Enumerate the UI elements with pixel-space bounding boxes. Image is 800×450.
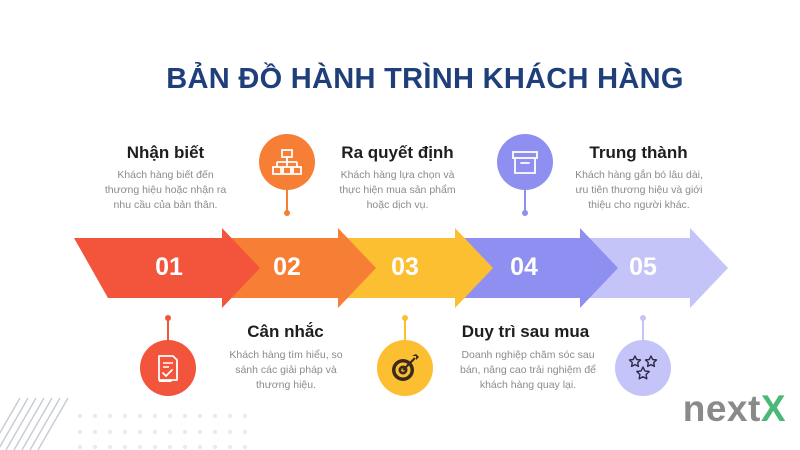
step-2-connector-line	[286, 190, 288, 212]
step-5-icon-circle	[615, 340, 671, 396]
hatch-decoration	[0, 398, 69, 450]
step-3-connector-line	[404, 320, 406, 341]
stars-icon	[628, 355, 658, 380]
step-3-icon-circle	[377, 340, 433, 396]
target-icon	[392, 354, 419, 381]
arrow-step-4	[448, 228, 618, 308]
step-number-02: 02	[273, 253, 301, 281]
step-4-icon-circle	[497, 134, 553, 190]
step-4-description: Doanh nghiệp chăm sóc sau bán, nâng cao …	[459, 349, 596, 391]
page-title: BẢN ĐỒ HÀNH TRÌNH KHÁCH HÀNG	[166, 63, 684, 95]
step-2-connector-dot	[284, 210, 290, 216]
step-4-connector-dot	[522, 210, 528, 216]
step-1-icon-circle	[140, 340, 196, 396]
step-number-05: 05	[629, 253, 657, 281]
step-4-connector-line	[524, 190, 526, 212]
logo-accent-text: X	[760, 388, 786, 429]
step-number-01: 01	[155, 253, 183, 281]
arrow-step-2	[222, 228, 376, 308]
step-1-description: Khách hàng biết đến thương hiệu hoặc nhậ…	[104, 169, 227, 211]
step-2-description: Khách hàng tìm hiểu, so sánh các giải ph…	[229, 349, 343, 391]
step-1-heading: Nhận biết	[126, 143, 205, 162]
step-5-heading: Trung thành	[589, 143, 688, 162]
step-5-description: Khách hàng gắn bó lâu dài, ưu tiên thươn…	[575, 169, 703, 211]
step-3-heading: Ra quyết định	[341, 143, 454, 162]
step-2-heading: Cân nhắc	[247, 322, 324, 341]
certificate-icon	[158, 355, 178, 382]
step-number-03: 03	[391, 253, 419, 281]
step-3-connector-dot	[402, 315, 408, 321]
step-5-connector-dot	[640, 315, 646, 321]
arrow-step-5	[560, 228, 728, 308]
step-1-connector-dot	[165, 315, 171, 321]
step-2-icon-circle	[259, 134, 315, 190]
brand-logo: nextX	[683, 388, 786, 430]
sitemap-icon	[272, 149, 302, 175]
logo-main-text: next	[682, 388, 761, 429]
step-5-connector-line	[642, 320, 644, 341]
step-3-description: Khách hàng lựa chọn và thực hiện mua sản…	[339, 169, 456, 211]
archive-box-icon	[512, 151, 538, 174]
step-1-connector-line	[167, 320, 169, 341]
step-number-04: 04	[510, 253, 538, 281]
arrow-step-3	[340, 228, 493, 308]
arrow-step-1	[74, 228, 260, 308]
dots-decoration	[77, 413, 248, 450]
step-4-heading: Duy trì sau mua	[461, 322, 590, 341]
